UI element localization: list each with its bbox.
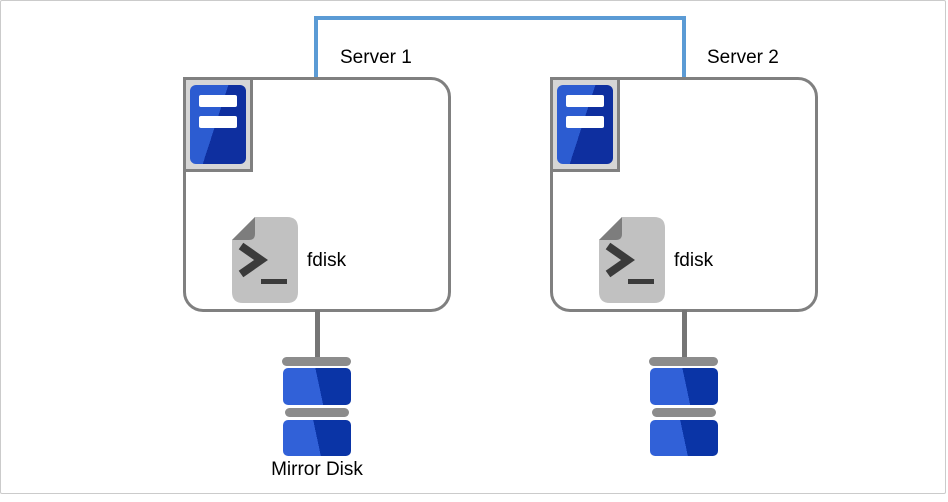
disk-divider — [285, 408, 349, 417]
disk-platter — [283, 368, 351, 405]
server-tower-icon — [557, 85, 613, 164]
disk-cap — [649, 357, 718, 366]
server2-tool-label: fdisk — [674, 250, 714, 271]
interconnect-line-horizontal — [314, 16, 686, 20]
server1-disk-connector-line — [315, 310, 320, 358]
server1-icon-frame — [183, 77, 253, 172]
disk-platter — [650, 420, 718, 456]
server1-label: Server 1 — [340, 47, 412, 68]
server2-node: Server 2 fdisk — [550, 47, 818, 487]
interconnect-line-right-drop — [682, 16, 686, 77]
mirror-disk-label: Mirror Disk — [271, 459, 363, 480]
disk-platter — [283, 420, 351, 456]
disk-icon — [649, 357, 719, 457]
mirror-disk-icon — [282, 357, 352, 457]
server-icon-slot — [199, 116, 237, 128]
server2-icon-frame — [550, 77, 620, 172]
server1-tool-label: fdisk — [307, 250, 347, 271]
disk-platter — [650, 368, 718, 405]
interconnect-line-left-drop — [314, 16, 318, 77]
server-icon-slot — [566, 95, 604, 107]
server2-label: Server 2 — [707, 47, 779, 68]
server-tower-icon — [190, 85, 246, 164]
server-icon-slot — [566, 116, 604, 128]
disk-cap — [282, 357, 351, 366]
server1-node: Server 1 fdisk Mirror Disk — [183, 47, 451, 487]
disk-divider — [652, 408, 716, 417]
server-icon-slot — [199, 95, 237, 107]
terminal-script-icon — [232, 217, 298, 303]
server2-disk-connector-line — [682, 310, 687, 358]
server2-box — [550, 77, 818, 312]
terminal-script-icon — [599, 217, 665, 303]
